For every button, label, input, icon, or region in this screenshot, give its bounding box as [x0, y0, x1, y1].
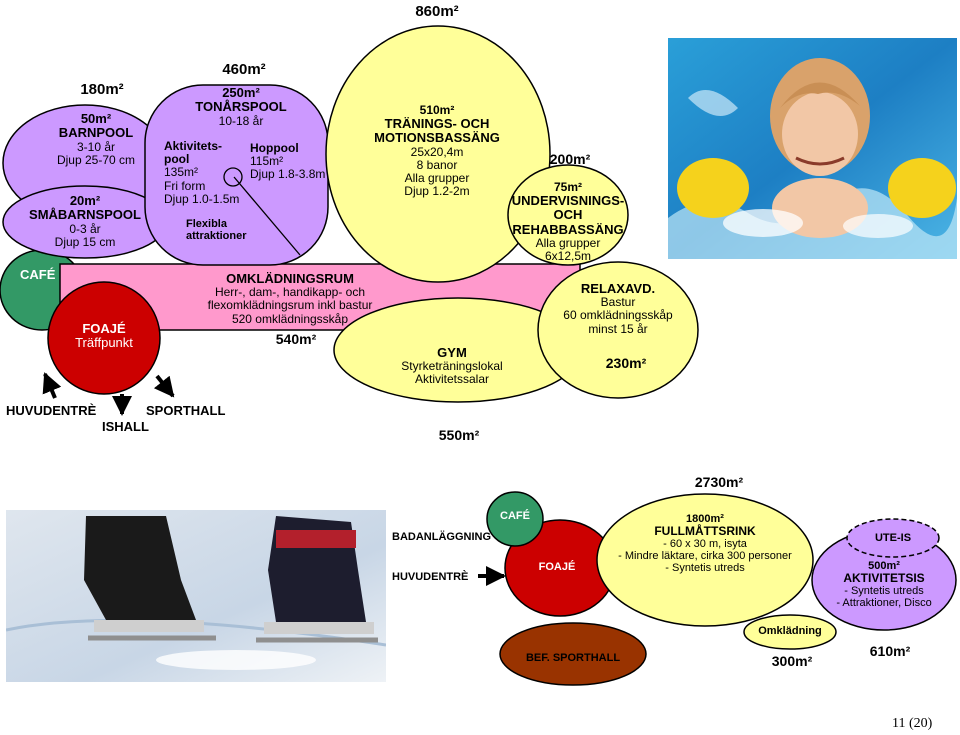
training-pool-label: 510m² TRÄNINGS- OCH MOTIONSBASSÄNG 25x20… — [374, 104, 500, 199]
smabarnspool-label: 20m² SMÅBARNSPOOL 0-3 år Djup 15 cm — [29, 194, 141, 249]
sport-entrance-arrow — [157, 376, 173, 396]
hoppool-label: Hoppool 115m² Djup 1.8-3.8m — [250, 142, 325, 182]
ice-skates-photo — [6, 510, 386, 682]
tonarspool-label: 250m² TONÅRSPOOL 10-18 år — [195, 86, 287, 128]
aktivitetspool-label: Aktivitets- pool 135m² Fri form Djup 1.0… — [164, 140, 239, 206]
gym-area: 550m² — [439, 428, 479, 443]
rehab-pool-label: 75m² UNDERVISNINGS- OCH REHABBASSÄNG All… — [512, 181, 624, 263]
pool-total-area: 860m² — [415, 4, 458, 21]
gym-label: GYM Styrketräningslokal Aktivitetssalar — [401, 346, 502, 387]
cafe-label: CAFÉ — [20, 268, 55, 282]
rink-label: 1800m² FULLMÅTTSRINK - 60 x 30 m, isyta … — [618, 513, 792, 575]
flexibla-label: Flexibla attraktioner — [186, 218, 247, 242]
badanlaggning-label: BADANLÄGGNING — [392, 531, 491, 543]
barnpool-label: 50m² BARNPOOL 3-10 år Djup 25-70 cm — [57, 112, 135, 167]
sport-entrance-label: SPORTHALL — [146, 404, 225, 418]
kids-group-area: 180m² — [80, 82, 123, 99]
sporthall-label: BEF. SPORTHALL — [526, 652, 620, 664]
changing-area: 540m² — [276, 332, 316, 347]
omkladning-label: Omklädning — [758, 625, 822, 637]
ute-is-label: UTE-IS — [875, 532, 911, 544]
teen-group-area: 460m² — [222, 62, 265, 79]
ice-main-entrance-label: HUVUDENTRÈ — [392, 571, 468, 583]
ice-entrance-label: ISHALL — [102, 420, 149, 434]
swimming-child-photo — [668, 38, 957, 259]
main-entrance-arrow — [45, 374, 55, 398]
relax-area: 230m² — [606, 356, 646, 371]
relax-label: RELAXAVD. Bastur 60 omklädningsskåp mins… — [563, 282, 672, 336]
ice-foaje-label: FOAJÉ — [539, 561, 576, 573]
ice-total-area: 2730m² — [695, 475, 743, 490]
activity-rink-label: 500m² AKTIVITETSIS - Syntetis utreds - A… — [836, 560, 931, 609]
rehab-group-area: 200m² — [550, 152, 590, 167]
changing-room-label: OMKLÄDNINGSRUM Herr-, dam-, handikapp- o… — [208, 272, 373, 326]
activity-area: 610m² — [870, 644, 910, 659]
main-entrance-label: HUVUDENTRÈ — [6, 404, 96, 418]
omkladning-area: 300m² — [772, 654, 812, 669]
foaje-label: FOAJÉ Träffpunkt — [75, 322, 133, 351]
ice-cafe-label: CAFÉ — [500, 510, 530, 522]
page-number: 11 (20) — [892, 716, 932, 731]
